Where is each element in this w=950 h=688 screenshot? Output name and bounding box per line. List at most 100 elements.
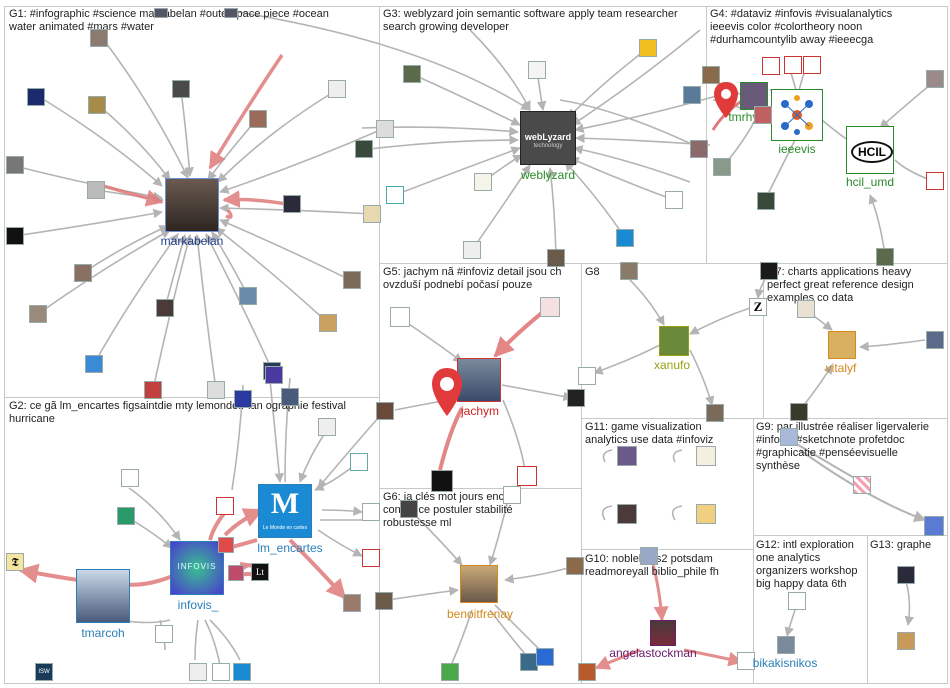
node-avatar[interactable]	[121, 469, 139, 487]
node-avatar[interactable]	[757, 192, 775, 210]
node-avatar[interactable]	[706, 404, 724, 422]
node-tmarcoh-avatar[interactable]	[76, 569, 130, 623]
node-avatar[interactable]	[343, 271, 361, 289]
node-avatar[interactable]	[376, 120, 394, 138]
node-avatar[interactable]	[754, 106, 772, 124]
node-avatar[interactable]	[154, 8, 168, 18]
node-avatar[interactable]	[762, 57, 780, 75]
node-xanufo-avatar[interactable]	[659, 326, 689, 356]
node-avatar[interactable]	[343, 594, 361, 612]
node-avatar[interactable]	[474, 173, 492, 191]
node-avatar[interactable]	[212, 663, 230, 681]
node-avatar[interactable]	[924, 516, 944, 536]
node-avatar[interactable]	[640, 547, 658, 565]
node-avatar[interactable]	[239, 287, 257, 305]
node-avatar[interactable]	[441, 663, 459, 681]
node-avatar[interactable]	[690, 140, 708, 158]
node-avatar[interactable]	[156, 299, 174, 317]
node-avatar[interactable]	[702, 66, 720, 84]
node-tmrhyne-avatar[interactable]	[740, 82, 768, 110]
node-avatar[interactable]	[328, 80, 346, 98]
node-avatar[interactable]	[172, 80, 190, 98]
node-avatar[interactable]	[897, 566, 915, 584]
node-avatar[interactable]	[74, 264, 92, 282]
node-avatar[interactable]	[567, 389, 585, 407]
node-avatar[interactable]	[780, 428, 798, 446]
node-avatar[interactable]	[390, 307, 410, 327]
node-avatar[interactable]	[876, 248, 894, 266]
node-avatar[interactable]	[683, 86, 701, 104]
node-z-logo[interactable]: Z	[749, 298, 767, 316]
node-avatar[interactable]	[431, 470, 453, 492]
node-avatar[interactable]	[760, 262, 778, 280]
node-avatar[interactable]	[696, 446, 716, 466]
node-avatar[interactable]	[547, 249, 565, 267]
node-avatar[interactable]	[665, 191, 683, 209]
node-avatar[interactable]	[578, 367, 596, 385]
node-avatar[interactable]	[376, 402, 394, 420]
node-avatar[interactable]	[355, 140, 373, 158]
node-avatar[interactable]	[27, 88, 45, 106]
node-avatar[interactable]	[281, 388, 299, 406]
node-avatar[interactable]	[926, 331, 944, 349]
node-avatar[interactable]	[463, 241, 481, 259]
node-avatar[interactable]	[503, 486, 521, 504]
node-avatar[interactable]	[85, 355, 103, 373]
node-ieeevis-logo[interactable]	[771, 89, 823, 141]
node-avatar[interactable]	[224, 8, 238, 18]
node-avatar[interactable]	[6, 227, 24, 245]
node-avatar[interactable]	[616, 229, 634, 247]
node-hcil-logo[interactable]: HCIL	[846, 126, 894, 174]
node-isw-logo[interactable]: ISW	[35, 663, 53, 681]
node-avatar[interactable]	[233, 663, 251, 681]
node-avatar[interactable]	[362, 549, 380, 567]
node-avatar[interactable]	[788, 592, 806, 610]
node-avatar[interactable]	[155, 625, 173, 643]
node-avatar[interactable]	[790, 403, 808, 421]
node-avatar[interactable]	[777, 636, 795, 654]
node-avatar[interactable]	[540, 297, 560, 317]
node-avatar[interactable]	[803, 56, 821, 74]
node-avatar[interactable]	[386, 186, 404, 204]
node-avatar[interactable]	[400, 500, 418, 518]
node-avatar[interactable]	[350, 453, 368, 471]
node-avatar[interactable]	[144, 381, 162, 399]
node-avatar[interactable]	[228, 565, 244, 581]
node-avatar[interactable]	[403, 65, 421, 83]
node-markabelan-avatar[interactable]	[165, 178, 219, 232]
node-avatar[interactable]	[517, 466, 537, 486]
node-avatar[interactable]	[784, 56, 802, 74]
node-avatar[interactable]	[926, 172, 944, 190]
node-avatar[interactable]	[897, 632, 915, 650]
node-avatar[interactable]	[218, 537, 234, 553]
node-avatar[interactable]	[617, 446, 637, 466]
node-avatar[interactable]	[713, 158, 731, 176]
node-avatar[interactable]	[536, 648, 554, 666]
node-infovis-logo[interactable]: INFOVIS	[170, 541, 224, 595]
node-avatar[interactable]	[216, 497, 234, 515]
node-avatar[interactable]	[87, 181, 105, 199]
node-avatar[interactable]	[737, 652, 755, 670]
node-avatar[interactable]	[375, 592, 393, 610]
node-avatar[interactable]	[249, 110, 267, 128]
node-avatar[interactable]	[117, 507, 135, 525]
node-avatar[interactable]	[265, 366, 283, 384]
node-avatar[interactable]	[926, 70, 944, 88]
node-avatar[interactable]	[189, 663, 207, 681]
node-lt-logo[interactable]: Lt	[251, 563, 269, 581]
node-avatar[interactable]	[578, 663, 596, 681]
node-avatar[interactable]	[6, 156, 24, 174]
node-angelastockman-avatar[interactable]	[650, 620, 676, 646]
node-avatar[interactable]	[797, 300, 815, 318]
node-nyt-logo[interactable]: 𝕿	[6, 553, 24, 571]
node-avatar[interactable]	[639, 39, 657, 57]
node-avatar[interactable]	[566, 557, 584, 575]
node-avatar[interactable]	[620, 262, 638, 280]
node-avatar[interactable]	[318, 418, 336, 436]
node-jachym-avatar[interactable]	[457, 358, 501, 402]
node-avatar[interactable]	[696, 504, 716, 524]
node-vitalyf-avatar[interactable]	[828, 331, 856, 359]
node-weblyzard-logo[interactable]: webLyzard technology	[520, 111, 576, 165]
node-avatar[interactable]	[88, 96, 106, 114]
node-avatar[interactable]	[853, 476, 871, 494]
